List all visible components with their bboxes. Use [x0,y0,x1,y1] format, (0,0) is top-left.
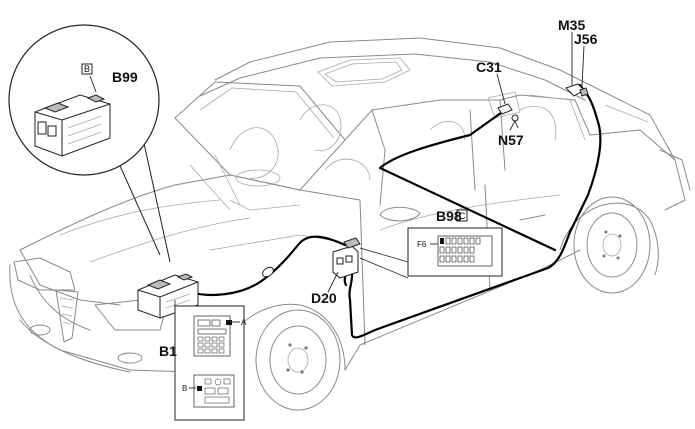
b99-tag-box [81,63,93,75]
label-c31: C31 [476,59,502,75]
b99-tag: B [84,64,90,74]
label-j56: J56 [574,31,598,47]
fusebox-d20 [332,237,361,279]
inset-b99-circle [8,24,171,263]
label-n57: N57 [498,132,524,148]
label-inset-b: B [182,384,187,393]
fusebox-layout-b [189,374,235,408]
c31-connector [497,103,513,115]
labels: B B99 C31 M35 J56 N57 B98 C F6 D20 B1 A … [84,17,598,393]
inset-b1-box [174,300,245,421]
inset-b98-box [359,209,503,279]
fuse-grid [439,237,481,263]
label-d20: D20 [311,290,337,306]
label-b98: B98 [436,208,462,224]
label-f6: F6 [417,240,427,249]
wiring-harness [188,83,602,339]
label-b1: B1 [159,343,177,359]
inline-connector [262,266,274,278]
car-body [9,37,691,411]
label-inset-a: A [241,318,247,327]
b98-tag-box [456,209,468,222]
leader-lines [327,32,585,293]
label-m35: M35 [558,17,585,33]
label-b99: B99 [112,69,138,85]
m35-module [565,83,589,97]
fusebox-layout-a [193,315,240,357]
b98-tag: C [459,211,466,221]
